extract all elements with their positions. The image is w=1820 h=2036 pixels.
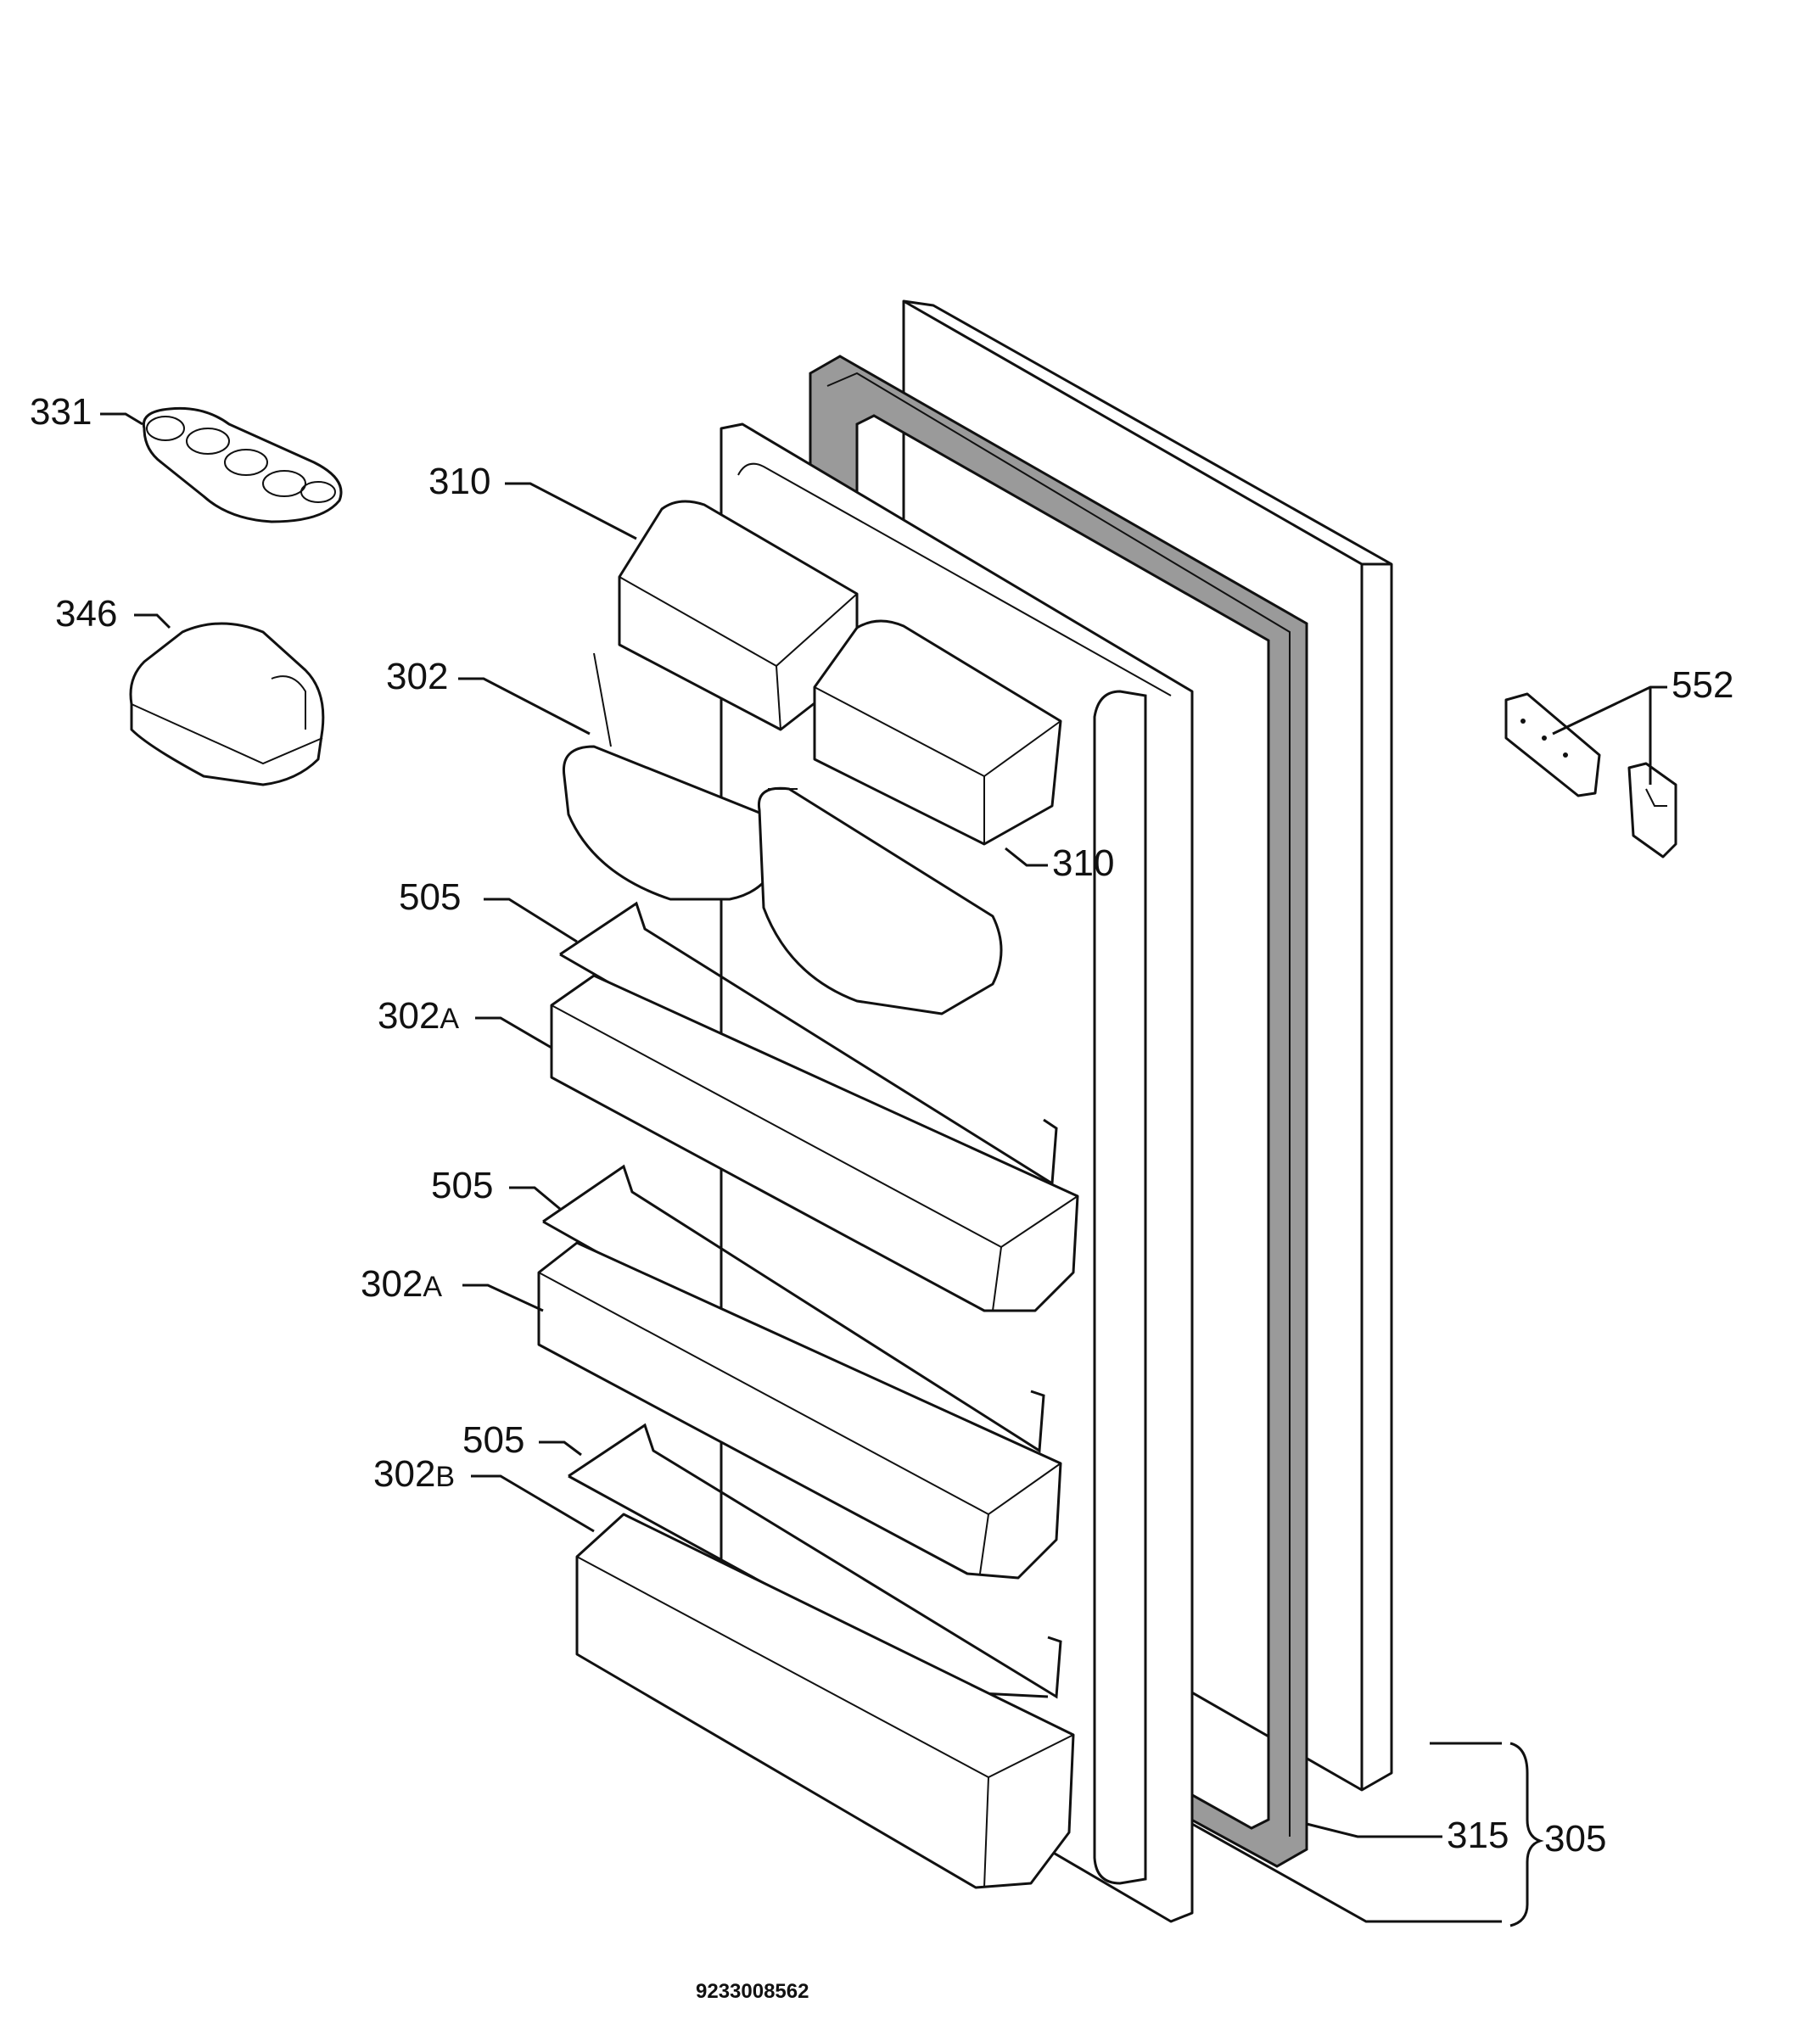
callout-331: 331 [30, 391, 92, 433]
door-shelf-302A-upper [550, 974, 1079, 1312]
callout-302A-lower: 302A [361, 1263, 442, 1305]
butter-dish-346 [129, 622, 325, 786]
egg-tray-331 [142, 406, 343, 523]
leader-lines [100, 412, 1667, 1923]
dairy-cover-310-lower [813, 619, 1062, 846]
group-brace-305 [1509, 1742, 1544, 1927]
shelf-302 [562, 652, 1003, 1015]
callout-310-lower: 310 [1052, 842, 1114, 884]
callout-305: 305 [1544, 1818, 1606, 1860]
hinge-bracket-552 [1504, 692, 1677, 859]
callout-310-upper: 310 [428, 461, 490, 502]
callout-302B: 302B [373, 1453, 455, 1495]
callout-505-upper: 505 [399, 876, 461, 918]
bottle-shelf-302B [575, 1513, 1075, 1889]
door-shelf-302A-lower [537, 1241, 1062, 1580]
callout-315: 315 [1447, 1815, 1509, 1856]
callout-505-middle: 505 [431, 1165, 493, 1206]
drawing-code: 9233008562 [696, 1980, 809, 2003]
callout-302A-upper: 302A [378, 995, 459, 1037]
callout-346: 346 [55, 593, 117, 635]
callout-505-lower: 505 [462, 1419, 524, 1461]
callout-552: 552 [1672, 664, 1733, 706]
callout-302: 302 [386, 656, 448, 697]
